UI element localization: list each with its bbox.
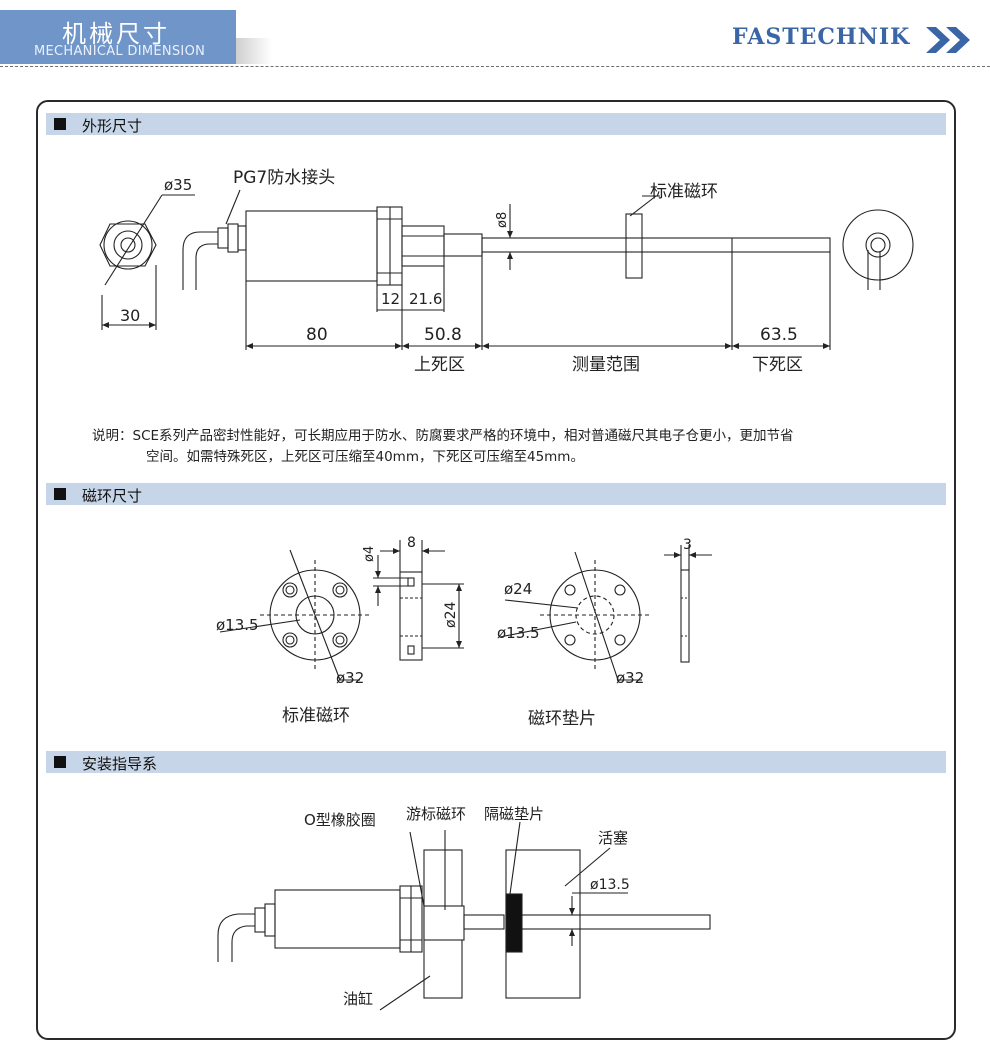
install-drawing: [217, 821, 711, 1011]
sensor-body: [245, 195, 831, 350]
label-measure-range: 测量范围: [572, 355, 640, 375]
section-title-ring: 磁环尺寸: [82, 487, 143, 505]
bullet-square-icon: [54, 756, 66, 768]
ring-spacer-side: [664, 545, 712, 663]
section-title-install: 安装指导系: [82, 755, 158, 773]
standard-ring-side: [373, 540, 464, 661]
note-line-2: 空间。如需特殊死区，上死区可压缩至40mm，下死区可压缩至45mm。: [146, 449, 584, 465]
label-spacer-d13-5: ø13.5: [497, 624, 540, 642]
header-divider: [0, 66, 990, 67]
label-piston: 活塞: [598, 829, 628, 847]
label-spacer: 隔磁垫片: [484, 805, 544, 823]
section-bar-ring: 磁环尺寸: [46, 483, 946, 505]
label-ring-d13-5: ø13.5: [216, 616, 259, 634]
label-spacer-d24: ø24: [504, 580, 532, 598]
header-tab: 机械尺寸 MECHANICAL DIMENSION: [0, 10, 236, 64]
label-dim-80: 80: [306, 325, 328, 345]
label-upper-dead-zone: 上死区: [414, 355, 465, 375]
outline-dimensions: [245, 252, 831, 350]
ring-spacer-front: [499, 551, 650, 681]
label-magnet-ring: 标准磁环: [650, 182, 718, 202]
label-dim-50-8: 50.8: [424, 325, 462, 345]
label-dia35: ø35: [164, 176, 192, 194]
label-install-d13-5: ø13.5: [590, 877, 630, 893]
label-connector: PG7防水接头: [233, 168, 335, 188]
label-float-ring: 游标磁环: [406, 805, 466, 823]
note-line-1: 说明：SCE系列产品密封性能好，可长期应用于防水、防腐要求严格的环境中，相对普通…: [92, 428, 794, 444]
section-bar-install: 安装指导系: [46, 751, 946, 773]
double-chevron-icon: [926, 27, 970, 53]
label-ring-d4: ø4: [362, 546, 377, 562]
bullet-square-icon: [54, 488, 66, 500]
brand-logo: FASTECHNIK: [732, 24, 911, 50]
section-title-outline: 外形尺寸: [82, 117, 143, 135]
end-view-right: [842, 209, 914, 290]
label-ring-spacer: 磁环垫片: [528, 709, 596, 729]
label-dim-30: 30: [120, 306, 140, 325]
standard-ring-front: [219, 549, 370, 681]
label-spacer-d3: 3: [683, 537, 692, 553]
end-view-left: [99, 194, 195, 330]
label-dim-21-6: 21.6: [409, 290, 442, 308]
content-frame: [36, 100, 956, 1040]
header-tab-shadow: [236, 38, 272, 64]
label-dim-63-5: 63.5: [760, 325, 798, 345]
label-dim-12: 12: [381, 290, 400, 308]
label-spacer-d32: ø32: [616, 669, 644, 687]
label-ring-d32: ø32: [336, 669, 364, 687]
label-standard-ring: 标准磁环: [282, 706, 350, 726]
label-dia8: ø8: [495, 212, 510, 228]
bullet-square-icon: [54, 118, 66, 130]
label-cylinder: 油缸: [343, 990, 373, 1008]
header-title-en: MECHANICAL DIMENSION: [34, 44, 206, 59]
cable-connector: [182, 189, 247, 290]
label-ring-d24: ø24: [443, 602, 459, 628]
label-lower-dead-zone: 下死区: [752, 355, 803, 375]
header-title-cn: 机械尺寸: [62, 20, 170, 48]
section-bar-outline: 外形尺寸: [46, 113, 946, 135]
label-ring-d8: 8: [407, 535, 416, 551]
label-o-ring: O型橡胶圈: [304, 811, 376, 829]
